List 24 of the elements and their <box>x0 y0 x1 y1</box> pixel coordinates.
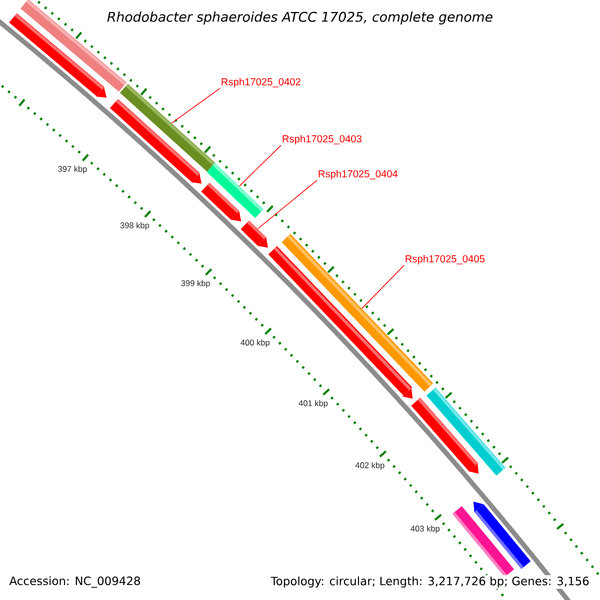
scale-label: 399 kbp <box>181 280 210 288</box>
title: Rhodobacter sphaeroides ATCC 17025, complete genome <box>107 12 492 24</box>
gene-bar <box>240 220 268 248</box>
scale-label: 401 kbp <box>298 400 328 408</box>
leader-line <box>362 264 404 309</box>
scale-label: 402 kbp <box>355 462 384 470</box>
gene-label: Rsph17025_0403 <box>282 134 362 144</box>
gene-label: Rsph17025_0404 <box>318 170 398 180</box>
gene-label: Rsph17025_0405 <box>406 254 484 264</box>
accession-text: Accession: NC_009428 <box>9 576 140 588</box>
leader-line <box>257 180 318 230</box>
gene-bar <box>473 502 531 569</box>
gene-bar <box>201 182 242 222</box>
scale-label: 398 kbp <box>120 222 150 230</box>
genome-stats-text: Topology: circular; Length: 3,217,726 bp; Genes: 3,156 <box>269 575 591 589</box>
scale-label: 397 kbp <box>58 166 87 174</box>
scale-label: 403 kbp <box>410 525 440 534</box>
leader-line <box>239 144 282 186</box>
gene-bar <box>9 13 107 98</box>
gene-bar <box>426 388 506 476</box>
scale-label: 400 kbp <box>240 339 270 348</box>
leader-line <box>171 88 220 124</box>
gene-label: Rsph17025_0402 <box>222 78 300 88</box>
gene-bar <box>110 99 202 184</box>
